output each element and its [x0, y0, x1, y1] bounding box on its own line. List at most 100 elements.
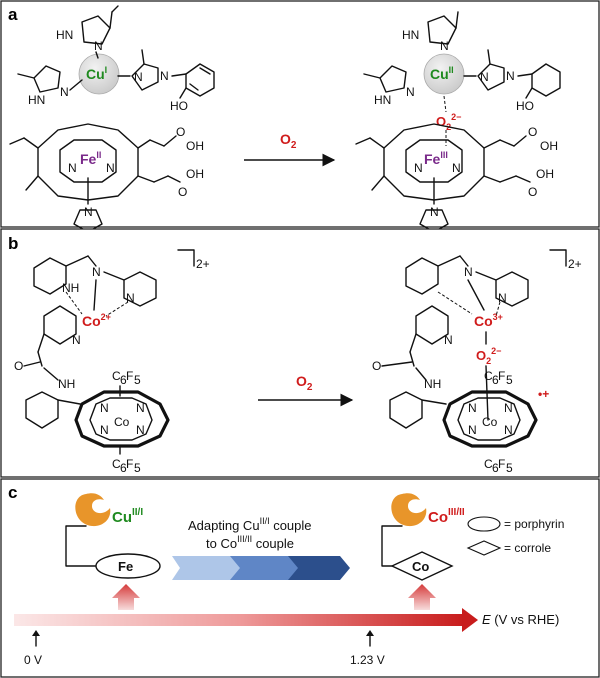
legend-porphyrin: = porphyrin: [504, 517, 564, 531]
tick-123v: 1.23 V: [350, 653, 385, 667]
panel-a-frame: [0, 0, 600, 228]
up-arrow-co: [408, 584, 436, 610]
co-complex-left: 2+ NH N N Co2+ N O NH: [14, 249, 210, 429]
svg-text:O: O: [528, 185, 537, 199]
svg-text:N: N: [464, 265, 473, 279]
chevron-dark: [288, 556, 350, 580]
fe-label-right: FeIII: [424, 150, 448, 167]
legend-porphyrin-shape: [467, 516, 501, 532]
svg-text:N: N: [136, 401, 145, 415]
svg-text:N: N: [480, 70, 489, 84]
svg-text:F: F: [126, 457, 133, 471]
svg-text:OH: OH: [186, 167, 204, 181]
corrole-left: C 6 F 5 N N N N Co C 6 F 5: [74, 369, 170, 475]
fe-label-left: FeII: [80, 150, 101, 167]
charge-left: 2+: [196, 257, 210, 271]
svg-text:O: O: [528, 125, 537, 139]
adaptation-group: Adapting CuII/I couple to CoIII/II coupl…: [172, 516, 350, 580]
svg-text:N: N: [440, 39, 449, 53]
svg-text:C: C: [112, 369, 121, 383]
cu-couple-group: CuII/I Fe: [65, 493, 161, 579]
cu-site-left: CuI HN N HN N N N HO: [17, 5, 215, 113]
svg-text:O2: O2: [296, 373, 313, 393]
charge-right: 2+: [568, 257, 582, 271]
svg-text:N: N: [506, 69, 515, 83]
svg-text:O: O: [14, 359, 23, 373]
legend-corrole: = corrole: [504, 541, 551, 555]
legend: = porphyrin = corrole: [466, 516, 564, 556]
svg-text:NH: NH: [62, 281, 79, 295]
hn-top-left: HN: [56, 28, 73, 42]
svg-text:HN: HN: [374, 93, 391, 107]
svg-text:N: N: [92, 265, 101, 279]
svg-text:N: N: [504, 423, 513, 437]
legend-corrole-shape: [466, 540, 502, 556]
svg-text:O2: O2: [280, 131, 297, 151]
svg-text:NH: NH: [424, 377, 441, 391]
svg-text:6: 6: [492, 461, 499, 475]
co-label-right: Co3+: [474, 312, 503, 329]
svg-text:N: N: [504, 401, 513, 415]
cu-label-left: CuI: [86, 65, 107, 82]
radical-cation: •+: [538, 387, 549, 401]
corrole-right: C 6 F 5 N N N N Co •+ C 6 F 5: [442, 369, 549, 475]
fe-box-label: Fe: [118, 559, 133, 574]
svg-text:N: N: [106, 161, 115, 175]
svg-text:NH: NH: [58, 377, 75, 391]
svg-text:O: O: [372, 359, 381, 373]
co-ring-left: Co: [114, 415, 130, 429]
svg-text:N: N: [160, 69, 169, 83]
svg-text:5: 5: [506, 373, 513, 387]
porphyrin-right: O OH OH O N N FeIII N: [355, 123, 558, 233]
svg-text:HN: HN: [402, 28, 419, 42]
potential-axis: E (V vs RHE) 0 V 1.23 V: [14, 608, 559, 667]
svg-text:6: 6: [120, 373, 127, 387]
svg-text:F: F: [498, 457, 505, 471]
svg-text:5: 5: [506, 461, 513, 475]
reaction-arrow-b: O2: [258, 373, 354, 407]
co-couple-label: CoIII/II: [428, 507, 465, 526]
orange-crescent-icon: [75, 493, 111, 527]
svg-text:N: N: [452, 161, 461, 175]
svg-text:N: N: [468, 401, 477, 415]
svg-text:OH: OH: [540, 139, 558, 153]
co-label-left: Co2+: [82, 312, 111, 329]
superoxide-label-b: O22−: [476, 346, 501, 366]
svg-text:N: N: [468, 423, 477, 437]
svg-text:N: N: [444, 333, 453, 347]
svg-text:N: N: [414, 161, 423, 175]
tick-0v: 0 V: [24, 653, 42, 667]
cu-sphere-left: [78, 53, 120, 95]
panel-b: b 2+ NH N N Co2+ N O: [0, 228, 600, 478]
svg-text:N: N: [126, 291, 135, 305]
svg-text:6: 6: [492, 373, 499, 387]
panel-c-label: c: [8, 483, 17, 502]
svg-text:N: N: [72, 333, 81, 347]
svg-text:N: N: [134, 70, 143, 84]
svg-text:F: F: [126, 369, 133, 383]
svg-text:N: N: [84, 205, 93, 219]
chevron-light: [172, 556, 242, 580]
svg-text:N: N: [100, 423, 109, 437]
reaction-arrow-a: O2: [244, 131, 336, 167]
cu-couple-label: CuII/I: [112, 507, 143, 526]
panel-b-label: b: [8, 234, 18, 253]
porphyrin-left: O OH OH O N N FeII N: [9, 123, 204, 233]
co-couple-group: CoIII/II Co: [381, 493, 465, 581]
chevron-mid: [230, 556, 300, 580]
panel-c: c CuII/I Fe Adapting CuII/I couple to Co…: [0, 478, 600, 678]
svg-text:N: N: [430, 205, 439, 219]
svg-text:6: 6: [120, 461, 127, 475]
svg-text:N: N: [94, 39, 103, 53]
axis-label: E (V vs RHE): [482, 612, 559, 627]
ho-left: HO: [170, 99, 188, 113]
up-arrow-fe: [112, 584, 140, 610]
svg-text:C: C: [112, 457, 121, 471]
svg-text:OH: OH: [186, 139, 204, 153]
cu-site-right: CuII HN N HN N N N HO: [363, 11, 561, 113]
svg-text:5: 5: [134, 373, 141, 387]
svg-text:N: N: [68, 161, 77, 175]
corrole-co-box: [390, 551, 454, 581]
panel-a-label: a: [8, 5, 18, 24]
adapt-text-1: Adapting CuII/I couple: [188, 516, 312, 533]
